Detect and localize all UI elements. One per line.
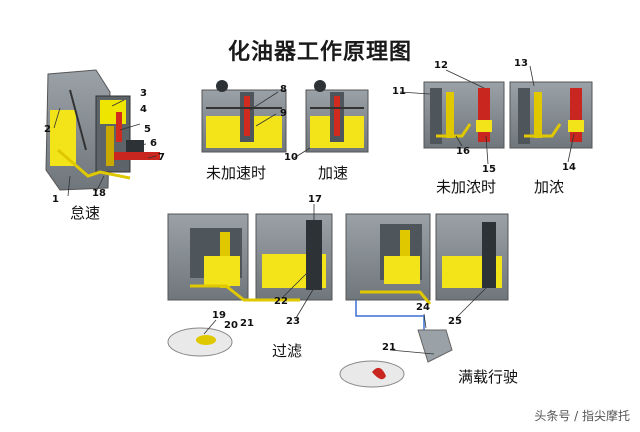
callout-25: 25 [448,316,462,327]
caption-idle: 怠速 [70,204,101,222]
callout-2: 2 [44,124,51,135]
callout-24: 24 [416,302,430,313]
callout-19: 19 [212,310,226,321]
callout-17: 17 [308,194,322,205]
callout-10: 10 [284,152,298,163]
callout-12: 12 [434,60,448,71]
caption-no-enrich: 未加浓时 [436,178,497,196]
caption-accel: 加速 [318,164,349,182]
panel-accelerator-pump [201,80,369,153]
callout-1: 1 [52,194,59,205]
callout-18: 18 [92,188,106,199]
panel-idle [45,69,160,191]
callout-21-full-load: 21 [382,342,396,353]
callout-21-filter: 21 [240,318,254,329]
callout-6: 6 [150,138,157,149]
panel-filter [167,213,333,357]
panel-full-load [339,213,509,388]
callout-8: 8 [280,84,287,95]
callout-9: 9 [280,108,287,119]
callout-4: 4 [140,104,147,115]
caption-filter: 过滤 [272,342,303,360]
watermark: 头条号 / 指尖摩托 [534,409,630,423]
callout-23: 23 [286,316,300,327]
callout-5: 5 [144,124,151,135]
callout-16: 16 [456,146,470,157]
caption-no-accel: 未加速时 [206,164,267,182]
callout-3: 3 [140,88,147,99]
page-title: 化油器工作原理图 [227,40,412,65]
callout-7: 7 [158,152,165,163]
callout-20: 20 [224,320,238,331]
leader-lines [53,65,575,355]
callout-15: 15 [482,164,496,175]
callout-11: 11 [392,86,406,97]
callout-13: 13 [514,58,528,69]
callout-22: 22 [274,296,288,307]
panel-enrichment [423,81,593,149]
caption-full-load: 满载行驶 [458,368,519,386]
caption-enrich: 加浓 [534,178,565,196]
callout-14: 14 [562,162,576,173]
